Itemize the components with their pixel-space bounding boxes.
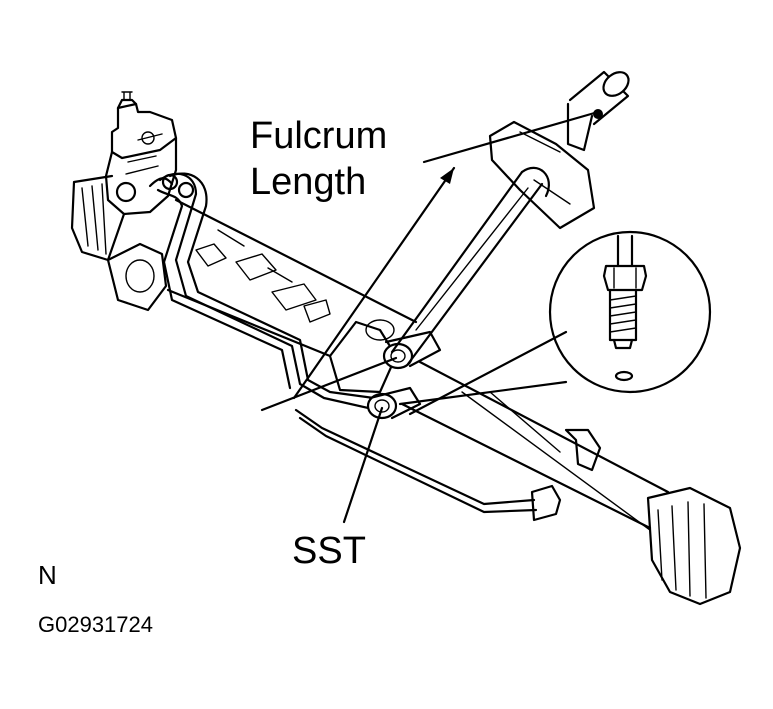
sst-leader-line xyxy=(342,406,384,524)
torque-wrench-icon xyxy=(390,70,630,366)
fulcrum-label-line1: Fulcrum xyxy=(250,115,388,157)
sst-fittings xyxy=(366,330,442,420)
detail-callout xyxy=(398,230,712,416)
pressure-lines xyxy=(148,172,562,522)
steering-gear-housing xyxy=(70,91,178,312)
rack-tube-right xyxy=(400,360,742,606)
fulcrum-label-line2: Length xyxy=(250,161,367,203)
fulcrum-length-dimension xyxy=(260,110,600,412)
flare-nut-fitting-icon xyxy=(602,234,648,382)
orientation-label: N xyxy=(38,560,57,590)
sst-label: SST xyxy=(292,530,366,572)
figure-code: G02931724 xyxy=(38,612,153,637)
